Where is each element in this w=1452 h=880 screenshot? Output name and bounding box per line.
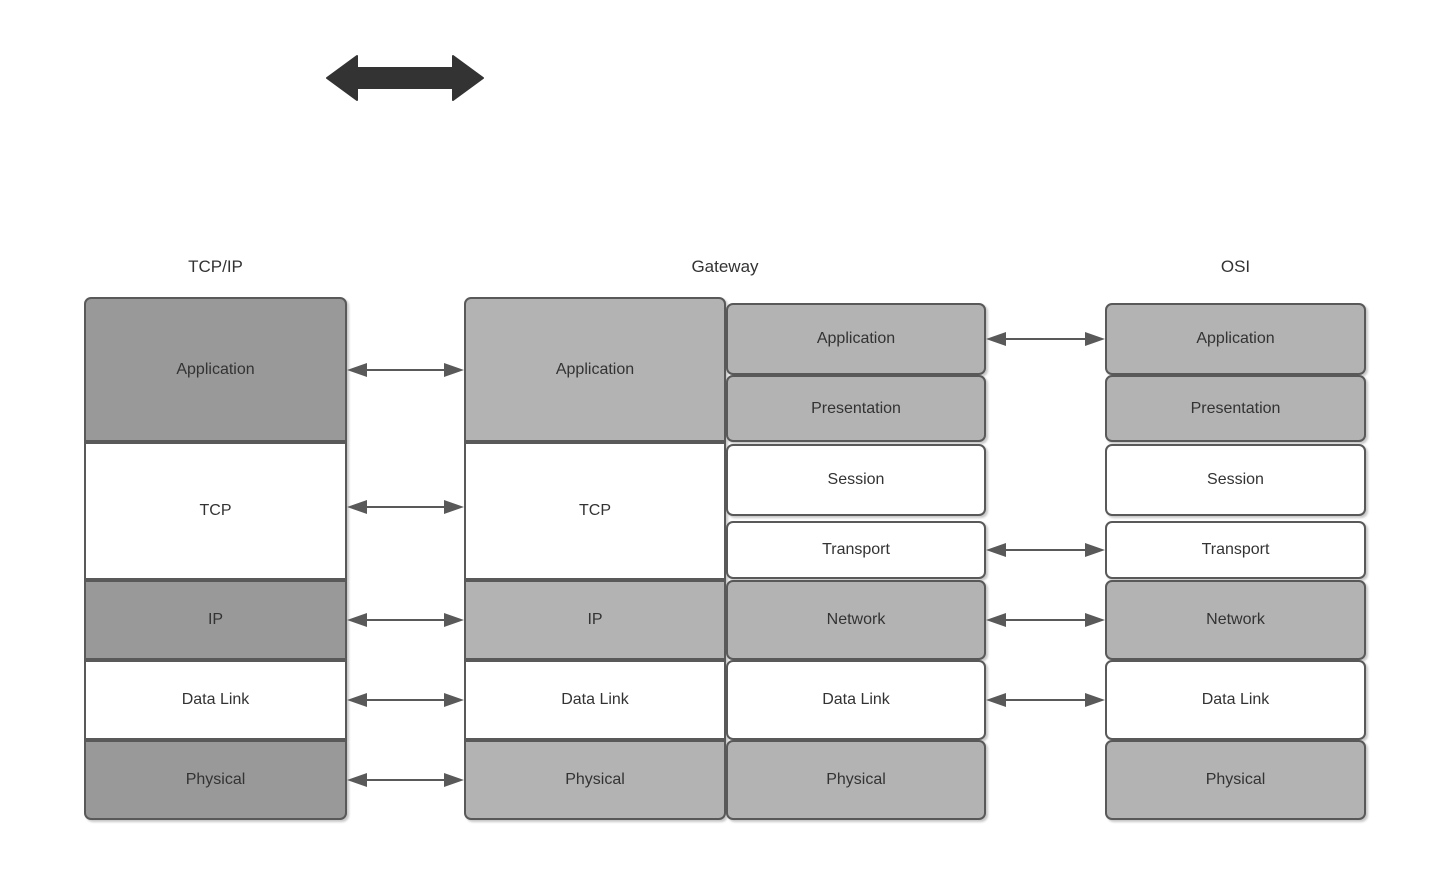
connector-osi-data-link: [986, 690, 1105, 710]
layer-gateway-right-network[interactable]: Network: [726, 580, 986, 660]
layer-osi-physical[interactable]: Physical: [1105, 740, 1366, 820]
layer-osi-data-link[interactable]: Data Link: [1105, 660, 1366, 740]
connector-osi-transport: [986, 540, 1105, 560]
layer-osi-network[interactable]: Network: [1105, 580, 1366, 660]
column-caption-osi: OSI: [1220, 257, 1251, 276]
layer-gateway-left-physical[interactable]: Physical: [464, 740, 726, 820]
column-caption-tcpip: TCP/IP: [188, 257, 243, 276]
layer-tcpip-physical[interactable]: Physical: [84, 740, 347, 820]
layer-gateway-right-session[interactable]: Session: [726, 444, 986, 516]
connector-tcpip-tcp: [347, 497, 464, 517]
layer-gateway-right-application[interactable]: Application: [726, 303, 986, 375]
double-headed-arrow-icon: [325, 52, 485, 104]
layer-gateway-right-physical[interactable]: Physical: [726, 740, 986, 820]
connector-tcpip-application: [347, 360, 464, 380]
layer-gateway-left-data-link[interactable]: Data Link: [464, 660, 726, 740]
column-caption-gateway: Gateway: [691, 257, 759, 276]
layer-tcpip-application[interactable]: Application: [84, 297, 347, 442]
layer-gateway-left-ip[interactable]: IP: [464, 580, 726, 660]
layer-tcpip-tcp[interactable]: TCP: [84, 442, 347, 580]
layer-gateway-right-transport[interactable]: Transport: [726, 521, 986, 579]
connector-tcpip-ip: [347, 610, 464, 630]
connector-osi-application: [986, 329, 1105, 349]
layer-gateway-left-application[interactable]: Application: [464, 297, 726, 442]
connector-tcpip-data-link: [347, 690, 464, 710]
layer-gateway-left-tcp[interactable]: TCP: [464, 442, 726, 580]
layer-osi-presentation[interactable]: Presentation: [1105, 375, 1366, 442]
layer-osi-transport[interactable]: Transport: [1105, 521, 1366, 579]
layer-tcpip-ip[interactable]: IP: [84, 580, 347, 660]
layer-gateway-right-data-link[interactable]: Data Link: [726, 660, 986, 740]
layer-gateway-right-presentation[interactable]: Presentation: [726, 375, 986, 442]
connector-tcpip-physical: [347, 770, 464, 790]
layer-tcpip-data-link[interactable]: Data Link: [84, 660, 347, 740]
layer-osi-session[interactable]: Session: [1105, 444, 1366, 516]
connector-osi-network: [986, 610, 1105, 630]
layer-osi-application[interactable]: Application: [1105, 303, 1366, 375]
